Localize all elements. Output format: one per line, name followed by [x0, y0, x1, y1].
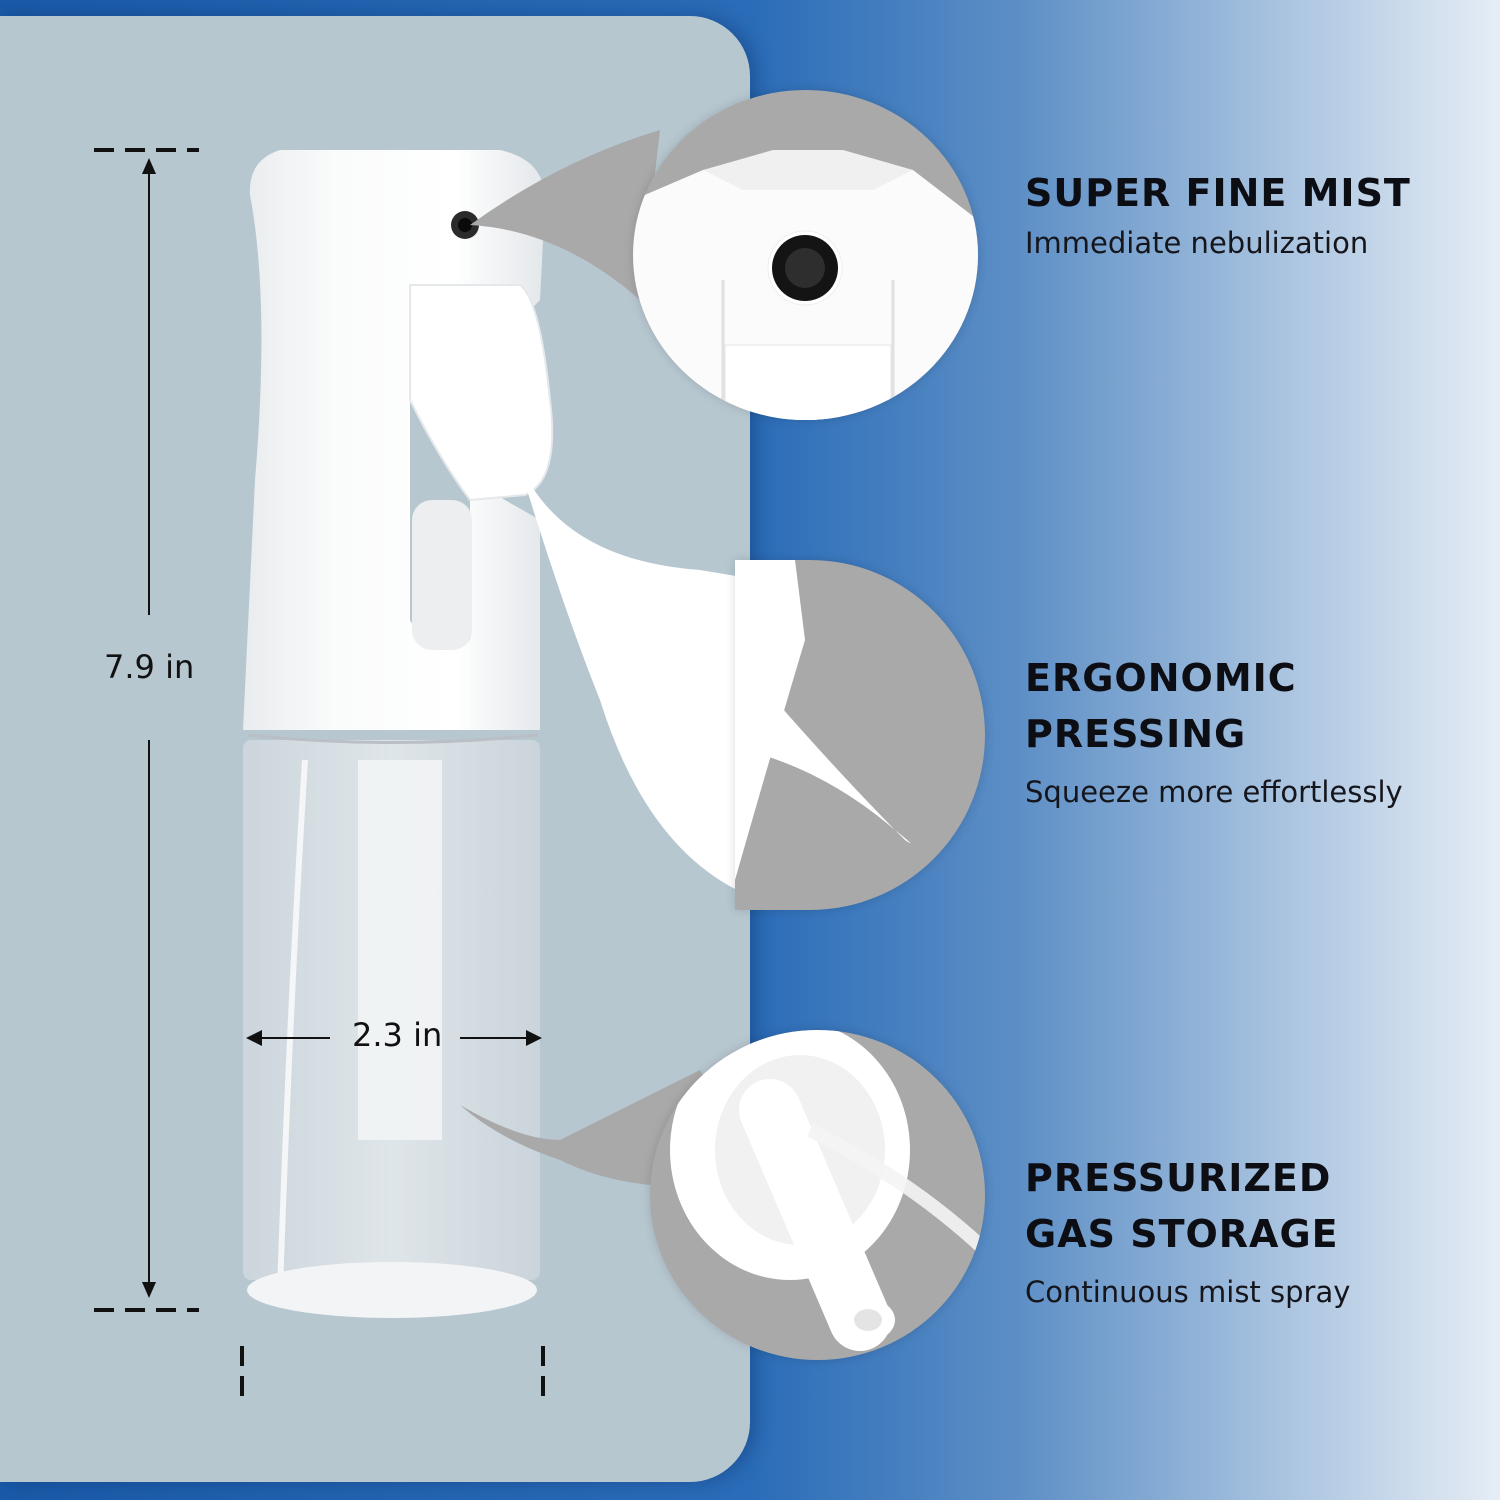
feature-ergonomic-pressing: ERGONOMIC PRESSING Squeeze more effortle… [1025, 650, 1403, 812]
feature-title: ERGONOMIC PRESSING [1025, 656, 1297, 756]
arrow-up-icon [142, 158, 156, 174]
trigger-closeup-image [735, 560, 911, 880]
arrow-right-icon [526, 1030, 542, 1046]
feature-subtitle: Immediate nebulization [1025, 226, 1369, 260]
arrow-down-icon [142, 1282, 156, 1298]
nozzle-closeup-image [633, 150, 978, 420]
tube-closeup-image [670, 1030, 985, 1351]
feature-subtitle: Continuous mist spray [1025, 1275, 1351, 1309]
feature-super-fine-mist: SUPER FINE MIST Immediate nebulization [1025, 165, 1411, 263]
height-label: 7.9 in [104, 648, 195, 686]
feature-title: PRESSURIZED GAS STORAGE [1025, 1156, 1339, 1256]
feature-pressurized-gas-storage: PRESSURIZED GAS STORAGE Continuous mist … [1025, 1150, 1350, 1312]
callout-nozzle-closeup [633, 90, 978, 420]
arrow-left-icon [246, 1030, 262, 1046]
width-label: 2.3 in [352, 1016, 443, 1054]
feature-title: SUPER FINE MIST [1025, 171, 1411, 215]
feature-subtitle: Squeeze more effortlessly [1025, 775, 1403, 809]
callout-tube-closeup [650, 1030, 985, 1360]
